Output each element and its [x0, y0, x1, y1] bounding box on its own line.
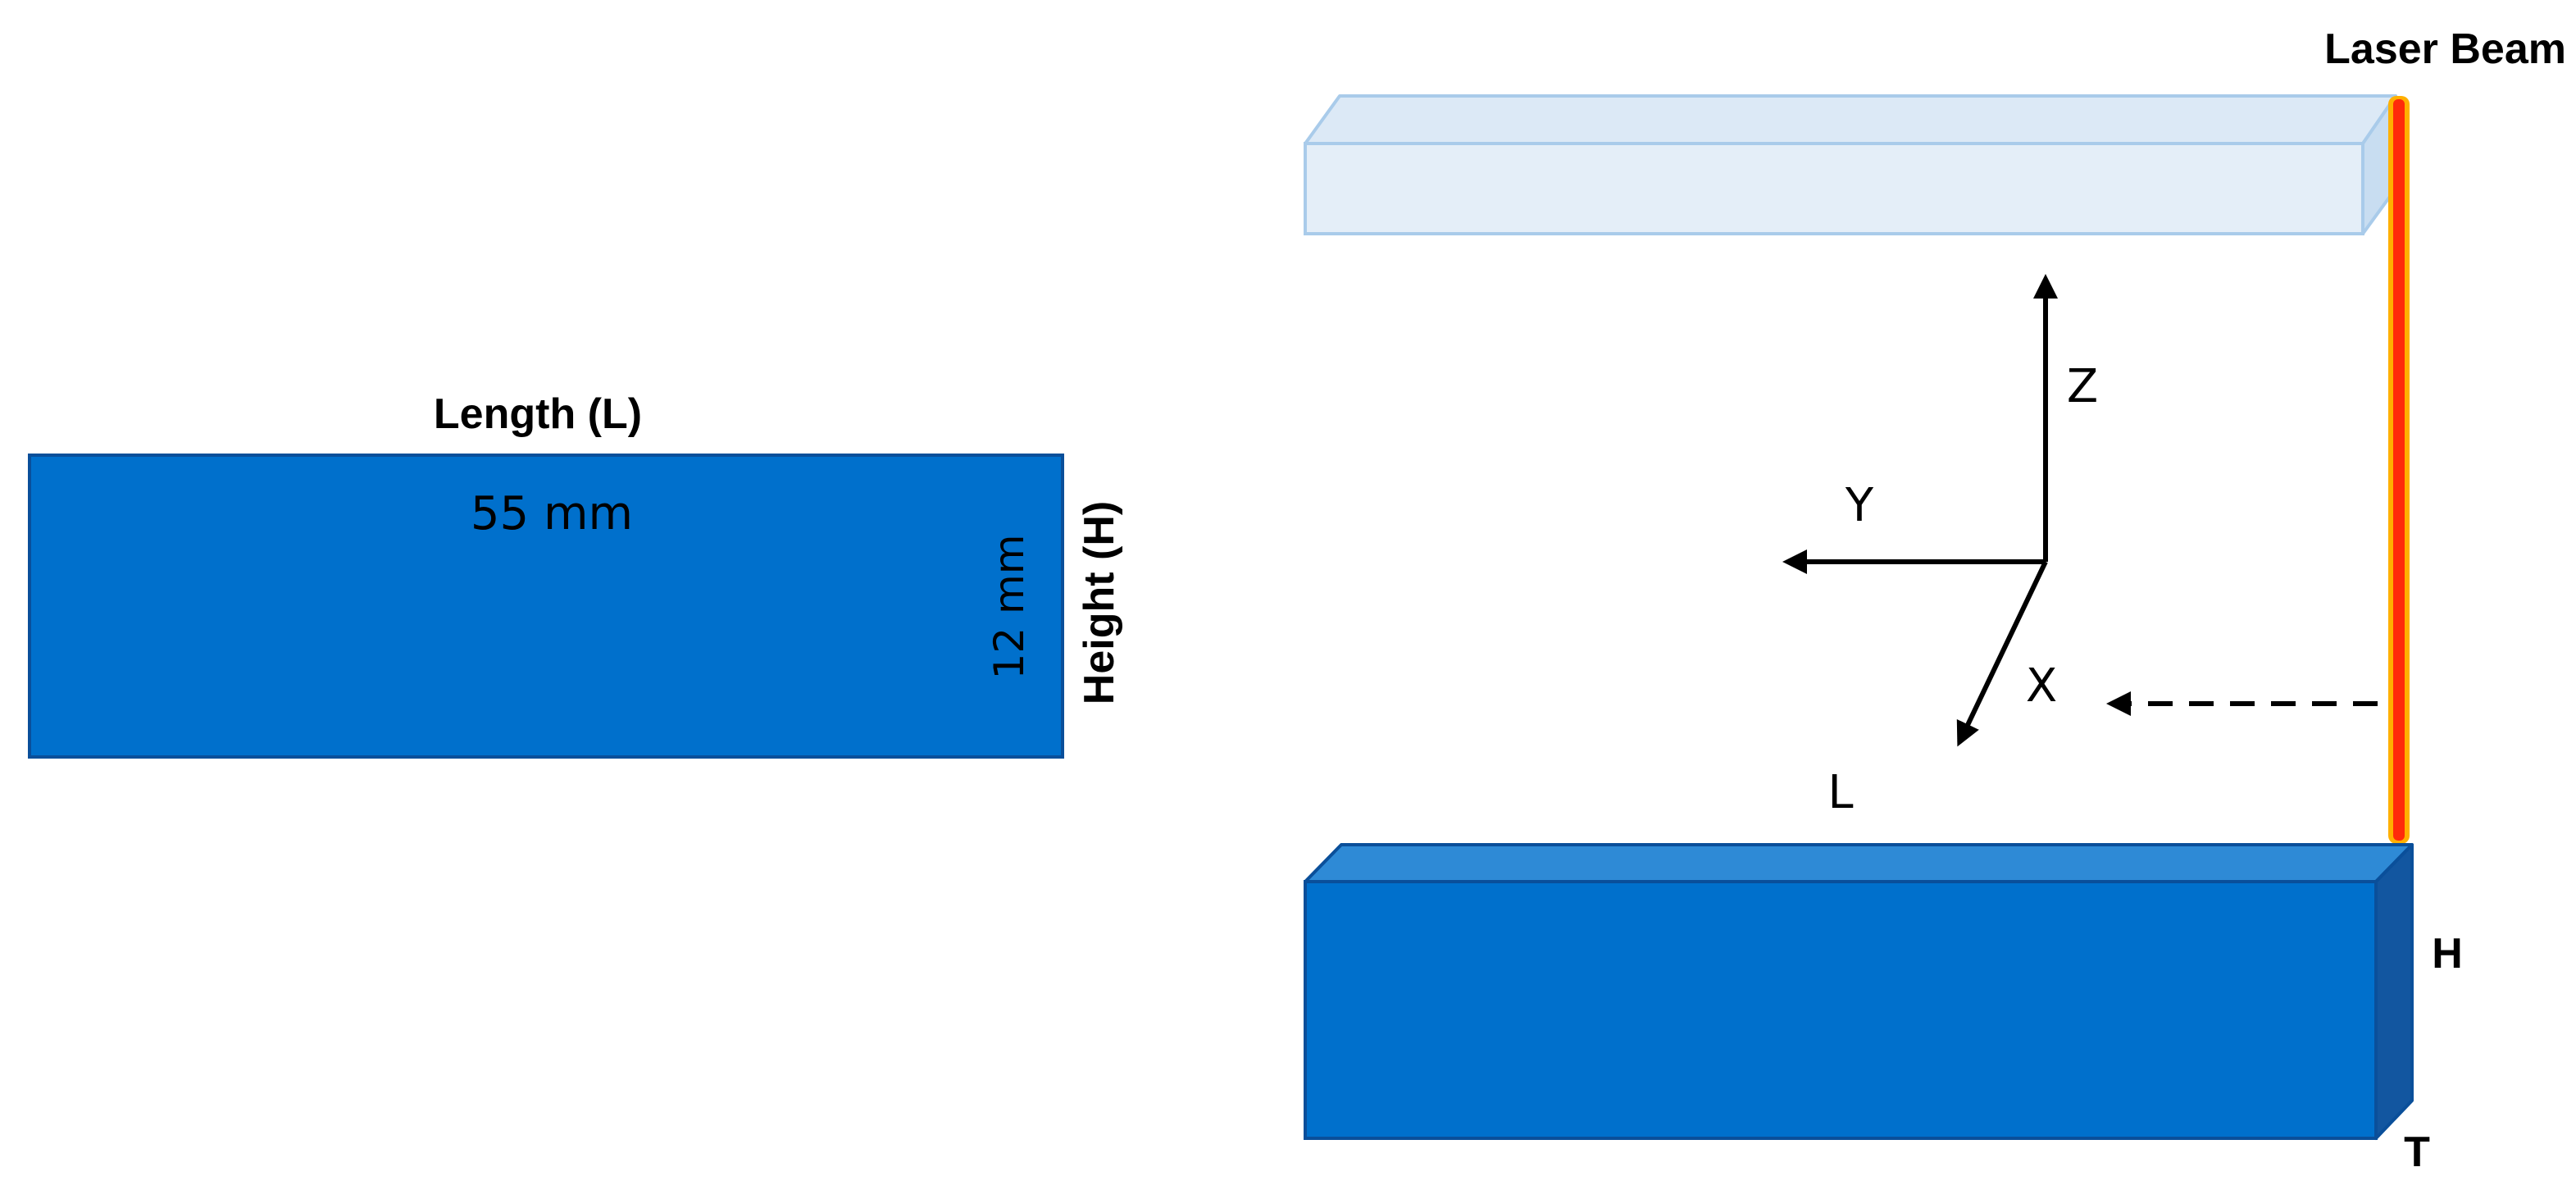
height-axis-label: H	[2432, 930, 2463, 978]
laser-beam-core	[2393, 99, 2405, 841]
y-axis-label: Y	[1845, 479, 1874, 532]
laser-beam-label: Laser Beam	[2324, 25, 2566, 73]
ghost-prism-front	[1304, 142, 2364, 235]
coordinate-axes	[1782, 274, 2058, 747]
ghost-prism-top	[1304, 94, 2397, 145]
specimen-rect-front	[28, 454, 1064, 759]
specimen-prism	[1304, 843, 2414, 1140]
x-axis-label: X	[2026, 659, 2057, 713]
thickness-axis-label: T	[2404, 1128, 2430, 1176]
height-value: 12 mm	[985, 535, 1033, 680]
ghost-prism	[1304, 94, 2397, 235]
scan-setup-view: Laser Beam Z Y X L H T	[1304, 25, 2566, 1176]
specimen-prism-front	[1304, 880, 2378, 1140]
length-title: Length (L)	[434, 390, 642, 438]
x-axis-arrow	[1956, 560, 2048, 747]
front-view: Length (L) 55 mm 12 mm Height (H)	[28, 390, 1123, 759]
specimen-prism-top	[1304, 843, 2414, 883]
laser-beam	[2388, 96, 2410, 844]
length-axis-label: L	[1827, 766, 1853, 819]
z-axis-label: Z	[2067, 360, 2098, 413]
height-title: Height (H)	[1076, 501, 1123, 704]
length-value: 55 mm	[471, 487, 633, 540]
specimen-prism-side	[2374, 843, 2414, 1140]
